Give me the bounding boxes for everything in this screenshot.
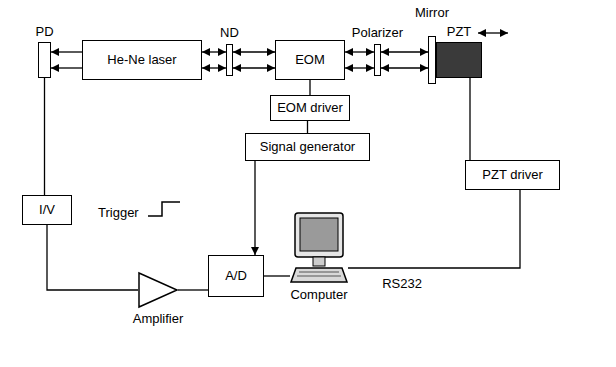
wire-line bbox=[44, 78, 45, 195]
wire-line bbox=[309, 80, 310, 95]
signal-wire bbox=[47, 225, 138, 290]
component-label: I/V bbox=[39, 203, 55, 218]
signal-wire bbox=[264, 276, 290, 277]
signal-wire bbox=[255, 161, 256, 255]
annotation-label: Trigger bbox=[96, 206, 141, 221]
amplifier-triangle: Amplifier bbox=[138, 272, 178, 308]
monitor-symbol bbox=[290, 212, 348, 284]
wire-line bbox=[47, 225, 138, 290]
converter-box: I/V bbox=[22, 195, 72, 225]
beam-line bbox=[381, 67, 428, 68]
signal-wire bbox=[44, 78, 45, 195]
wire-line bbox=[254, 161, 255, 255]
component-label: Signal generator bbox=[260, 140, 355, 155]
beam-line bbox=[233, 51, 275, 52]
component-label: Amplifier bbox=[133, 312, 184, 327]
laser-box: He-Ne laser bbox=[82, 40, 202, 80]
pzt-motion-arrow bbox=[478, 32, 508, 33]
component-label: EOM driver bbox=[277, 101, 343, 116]
component-label: PZT bbox=[447, 25, 472, 40]
component-label: He-Ne laser bbox=[107, 53, 176, 68]
pzt-actuator: PZT bbox=[436, 42, 482, 78]
laser-beam bbox=[202, 52, 226, 68]
amplifier-symbol bbox=[138, 272, 178, 308]
beam-line bbox=[202, 67, 226, 68]
laser-beam bbox=[345, 52, 374, 68]
edge-label: RS232 bbox=[380, 277, 424, 292]
laser-beam bbox=[51, 52, 82, 68]
polarizer-plate: Polarizer bbox=[374, 44, 381, 76]
wire-line bbox=[264, 275, 290, 276]
beam-line bbox=[202, 51, 226, 52]
driver-box: EOM driver bbox=[270, 95, 350, 121]
eom-box: EOM bbox=[275, 40, 345, 80]
computer-icon: Computer bbox=[290, 212, 348, 284]
generator-box: Signal generator bbox=[245, 133, 370, 161]
signal-wire bbox=[348, 190, 520, 268]
beam-line bbox=[51, 51, 82, 52]
signal-wire bbox=[178, 290, 208, 291]
component-label: PZT driver bbox=[482, 168, 542, 183]
signal-wire bbox=[470, 78, 471, 160]
photodetector: PD bbox=[38, 42, 51, 78]
mirror-plate: Mirror bbox=[428, 36, 436, 84]
driver-box: PZT driver bbox=[465, 160, 560, 190]
laser-beam bbox=[381, 52, 428, 68]
beam-line bbox=[233, 67, 275, 68]
component-label: Polarizer bbox=[352, 26, 403, 41]
component-label: PD bbox=[35, 25, 53, 40]
laser-beam bbox=[233, 52, 275, 68]
beam-line bbox=[381, 51, 428, 52]
component-label: A/D bbox=[225, 269, 247, 284]
wire-line bbox=[469, 78, 470, 160]
nd-filter: ND bbox=[226, 44, 233, 76]
beam-line bbox=[345, 51, 374, 52]
wire-line bbox=[348, 190, 520, 268]
beam-line bbox=[345, 67, 374, 68]
beam-line bbox=[51, 67, 82, 68]
wire-line bbox=[178, 289, 208, 290]
signal-wire bbox=[307, 121, 308, 133]
wire-line bbox=[307, 121, 308, 133]
trigger-step bbox=[148, 202, 180, 216]
component-label: Computer bbox=[290, 288, 347, 303]
signal-wire bbox=[310, 80, 311, 95]
component-label: Mirror bbox=[415, 6, 449, 21]
component-label: EOM bbox=[295, 53, 325, 68]
component-label: ND bbox=[220, 26, 239, 41]
converter-box: A/D bbox=[208, 255, 264, 297]
